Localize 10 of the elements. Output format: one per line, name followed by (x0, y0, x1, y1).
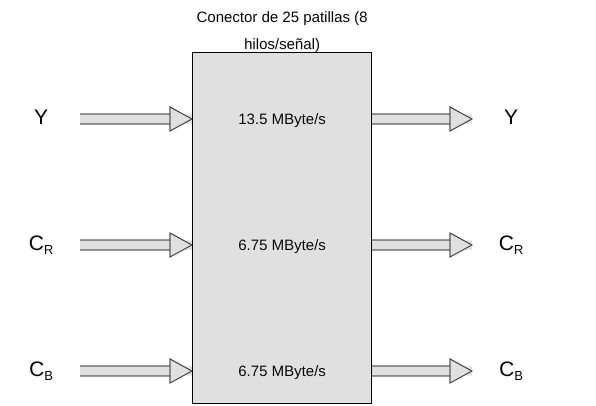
data-rate-label: 6.75 MByte/s (237, 362, 327, 382)
signal-label: Y (482, 104, 540, 134)
signal-label: C$_{R}$ (12, 230, 70, 260)
signal-label: C$_{R}$ (482, 230, 540, 260)
data-rate-label: 6.75 MByte/s (237, 236, 327, 256)
signal-label: C$_{B}$ (482, 356, 540, 386)
data-rate-label: 13.5 MByte/s (237, 110, 327, 130)
box-heading: Conector de 25 patillas (8 hilos/señal) (196, 8, 368, 55)
signal-label: C$_{B}$ (12, 356, 70, 386)
signal-label: Y (12, 104, 70, 134)
